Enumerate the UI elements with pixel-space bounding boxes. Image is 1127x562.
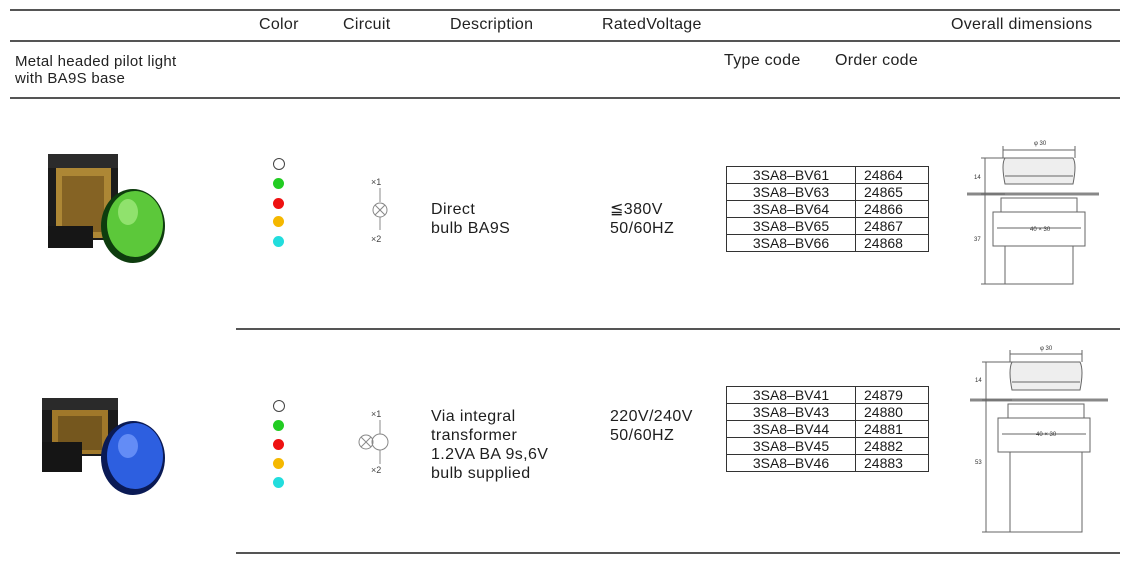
color-dot-red [273,439,284,450]
header-mid-rule [10,40,1120,42]
col-header-type-code: Type code [724,52,801,69]
dim-height-top: 14 [974,175,981,181]
circuit-lamp-symbol [372,188,388,230]
color-dot-yellow [273,216,284,227]
dim-top-diameter: φ 30 [1040,346,1053,352]
col-header-color: Color [259,16,299,33]
header-bottom-rule [10,97,1120,99]
description: Direct bulb BA9S [431,201,511,237]
dim-panel-size: 40 × 30 [1030,227,1051,233]
dim-height-top: 14 [975,378,982,384]
color-dot-yellow [273,458,284,469]
color-dot-green [273,420,284,431]
dim-top-diameter: φ 30 [1034,141,1047,147]
rated-voltage: 220V/240V 50/60HZ [610,408,693,444]
color-dot-white [273,158,285,170]
col-header-description: Description [450,16,534,33]
terminal-x1-label: ×1 [371,409,382,419]
row-separator [236,328,1120,330]
product-title: Metal headed pilot light with BA9S base [15,53,176,87]
pilot-light-image-blue [42,398,165,495]
col-header-rated-voltage: RatedVoltage [602,16,702,33]
color-dot-green [273,178,284,189]
dimension-drawing [967,146,1099,285]
color-dot-red [273,198,284,209]
col-header-circuit: Circuit [343,16,391,33]
description: Via integral transformer 1.2VA BA 9s,6V … [431,408,549,482]
rated-voltage: ≦380V 50/60HZ [610,201,675,237]
color-dot-cyan [273,236,284,247]
dim-height-body: 37 [974,237,981,243]
product-title-line1: Metal headed pilot light [15,53,177,70]
terminal-x2-label: ×2 [371,234,382,244]
product-title-line2: with BA9S base [15,70,126,87]
terminal-x1-label: ×1 [371,177,382,187]
dimension-drawing [970,350,1108,533]
row-separator-bottom [236,552,1120,554]
color-dot-cyan [273,477,284,488]
color-dot-white [273,400,285,412]
header-top-rule [10,9,1120,11]
dim-height-body: 53 [975,460,982,466]
circuit-transformer-symbol [358,420,389,464]
terminal-x2-label: ×2 [371,465,382,475]
col-header-overall-dimensions: Overall dimensions [951,16,1093,33]
dim-panel-size: 40 × 30 [1036,432,1057,438]
col-header-order-code: Order code [835,52,919,69]
pilot-light-image-green [48,154,165,263]
